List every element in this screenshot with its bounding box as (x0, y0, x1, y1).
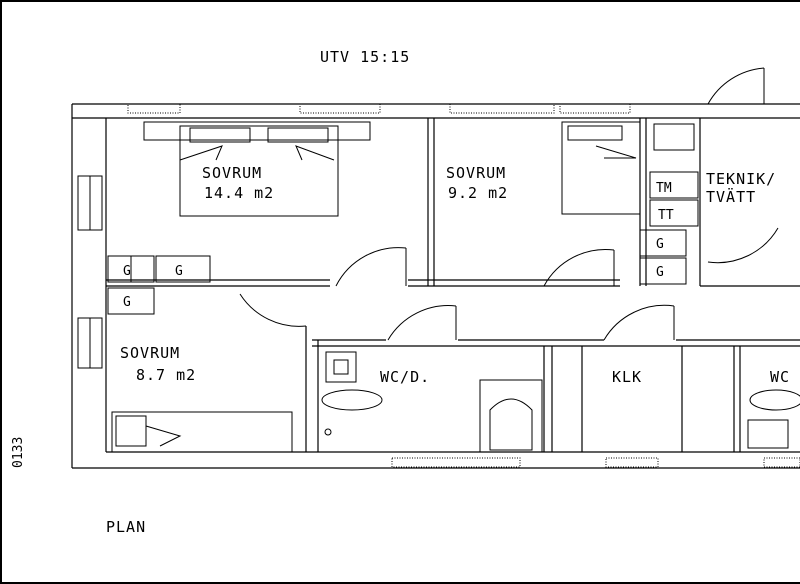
bedroom3-bed (111, 411, 293, 453)
top-windows (127, 103, 631, 114)
bedroom2-name: SOVRUM (446, 164, 506, 182)
bottom-windows (391, 457, 800, 468)
wardrobe-label-5: G (656, 265, 664, 280)
plan-title: UTV 15:15 (320, 48, 410, 66)
doors (239, 67, 779, 341)
utility-name: TEKNIK/ (706, 170, 776, 188)
bathroom-fixtures (321, 351, 543, 453)
wardrobe-label-4: G (656, 237, 664, 252)
closet-name: KLK (612, 368, 642, 386)
laundry-fixtures: TM TT (649, 123, 699, 227)
bedroom3-name: SOVRUM (120, 344, 180, 362)
bedroom1-area: 14.4 m2 (204, 184, 274, 202)
side-reference-text: 0133 (11, 437, 26, 468)
plan-label: PLAN (106, 518, 146, 536)
double-bed (143, 121, 371, 217)
wc2-fixtures (747, 389, 800, 449)
bedroom2-area: 9.2 m2 (448, 184, 508, 202)
left-windows (77, 175, 103, 369)
wardrobe-label-2: G (175, 264, 183, 279)
room-labels: SOVRUM 14.4 m2 SOVRUM 9.2 m2 SOVRUM 8.7 … (120, 164, 790, 386)
washing-machine-label: TM (656, 181, 672, 196)
bedroom1-name: SOVRUM (202, 164, 262, 182)
utility-sub: TVÄTT (706, 187, 756, 206)
single-bed (561, 121, 641, 215)
wardrobe-label-3: G (123, 295, 131, 310)
wardrobes: G G G G G (107, 229, 687, 315)
wc2-name: WC (770, 368, 790, 386)
wardrobe-label-1: G (123, 264, 131, 279)
dryer-label: TT (658, 208, 674, 223)
bedroom3-area: 8.7 m2 (136, 366, 196, 384)
wc-name: WC/D. (380, 368, 430, 386)
